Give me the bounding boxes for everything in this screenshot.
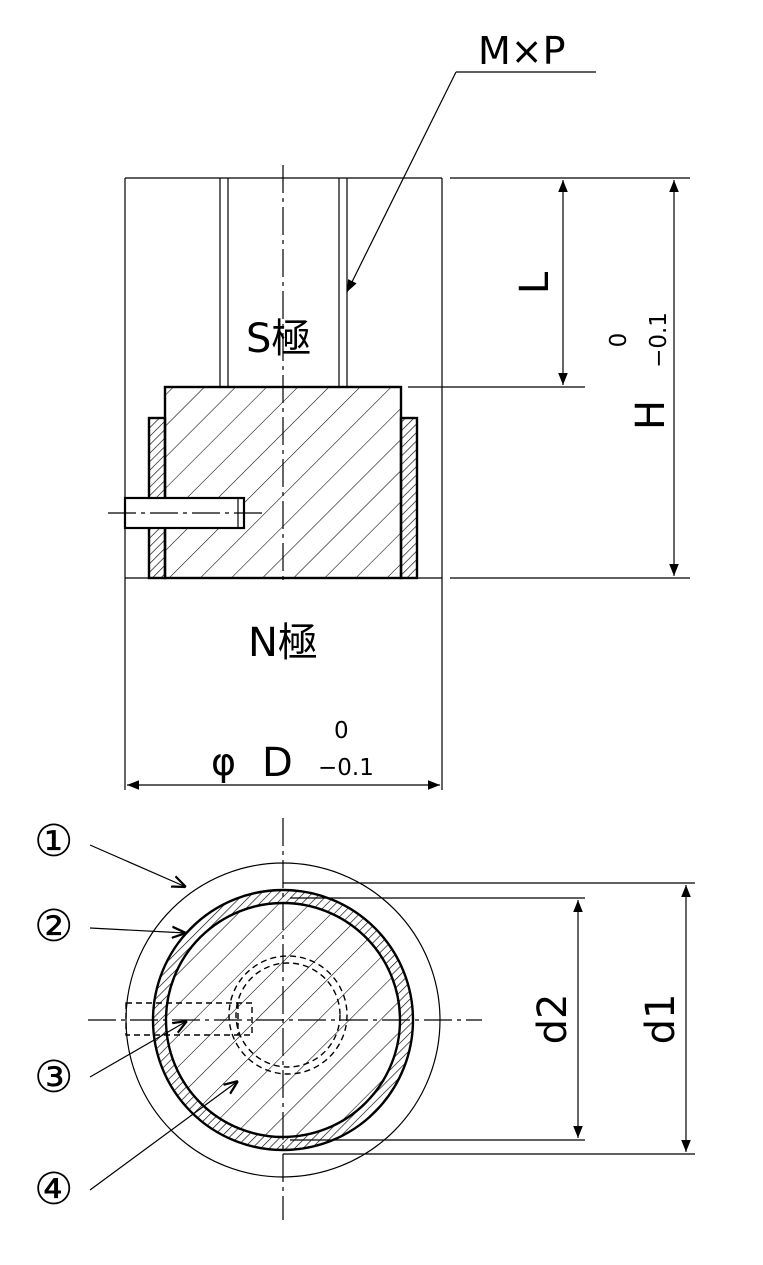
top-view: d2 d1 ① ② ③ ④ <box>34 816 695 1220</box>
diameter-tol-upper: 0 <box>334 718 349 744</box>
side-view: M×P S極 N極 L H 0 −0.1 φ D 0 −0.1 <box>108 29 690 790</box>
height-tol-upper: 0 <box>606 333 632 348</box>
d1-label: d1 <box>638 994 684 1045</box>
height-tol-lower: −0.1 <box>646 312 672 368</box>
north-pole-label: N極 <box>248 620 318 666</box>
callout-4: ④ <box>34 1164 73 1215</box>
height-label: H <box>628 400 674 430</box>
thread-label: M×P <box>478 29 566 73</box>
diameter-tol-lower: −0.1 <box>318 755 374 781</box>
callout-2: ② <box>34 901 73 952</box>
diameter-symbol: φ <box>211 740 236 784</box>
callout-3: ③ <box>34 1052 73 1103</box>
right-sleeve <box>399 416 419 580</box>
callout-1: ① <box>34 816 73 867</box>
south-pole-label: S極 <box>246 316 311 362</box>
length-label: L <box>512 271 558 294</box>
d2-label: d2 <box>530 994 576 1045</box>
diameter-label: D <box>262 740 293 786</box>
